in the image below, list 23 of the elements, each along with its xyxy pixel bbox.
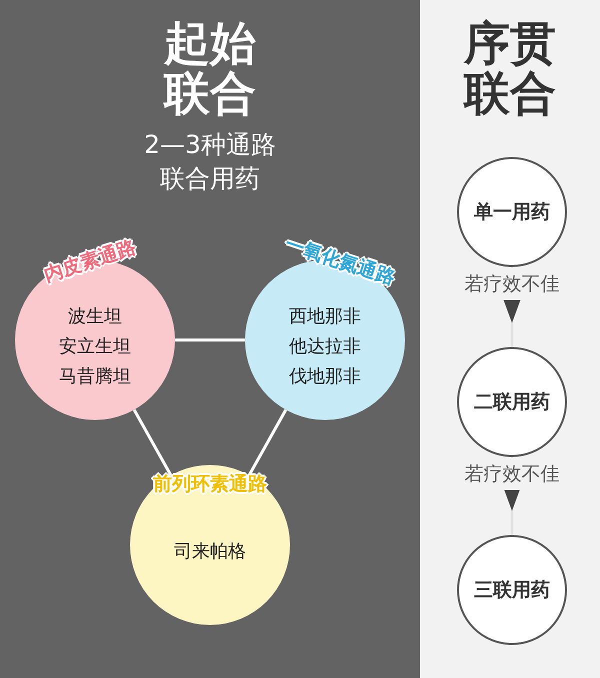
step-text: 三联用药: [474, 578, 550, 603]
panel-background: [420, 0, 600, 678]
drug-name: 马昔腾坦: [59, 365, 131, 389]
drug-name: 安立生坦: [59, 335, 131, 359]
pathway-heading: 前列环素通路: [153, 472, 267, 497]
connector-line: [132, 409, 172, 476]
panel-title: 起始联合: [162, 18, 257, 118]
pathway-heading: 一氧化氮通路: [282, 232, 398, 291]
panel-subtitle: 2—3种通路联合用药: [143, 129, 277, 195]
panel-background: [0, 0, 420, 678]
edge-label: 若疗效不佳: [462, 268, 562, 300]
drug-name: 伐地那非: [289, 365, 361, 389]
step-text: 二联用药: [474, 390, 550, 415]
pathway-heading: 内皮素通路: [40, 234, 140, 288]
edge-label: 若疗效不佳: [462, 458, 562, 490]
drug-name: 西地那非: [289, 305, 361, 329]
step-text: 单一用药: [474, 200, 550, 225]
panel-title: 序贯联合: [462, 18, 557, 118]
drug-name: 司来帕格: [174, 540, 246, 564]
connector-line: [248, 409, 288, 476]
drug-name: 他达拉非: [289, 335, 361, 359]
connector-line: [175, 338, 245, 342]
drug-name: 波生坦: [68, 305, 122, 329]
